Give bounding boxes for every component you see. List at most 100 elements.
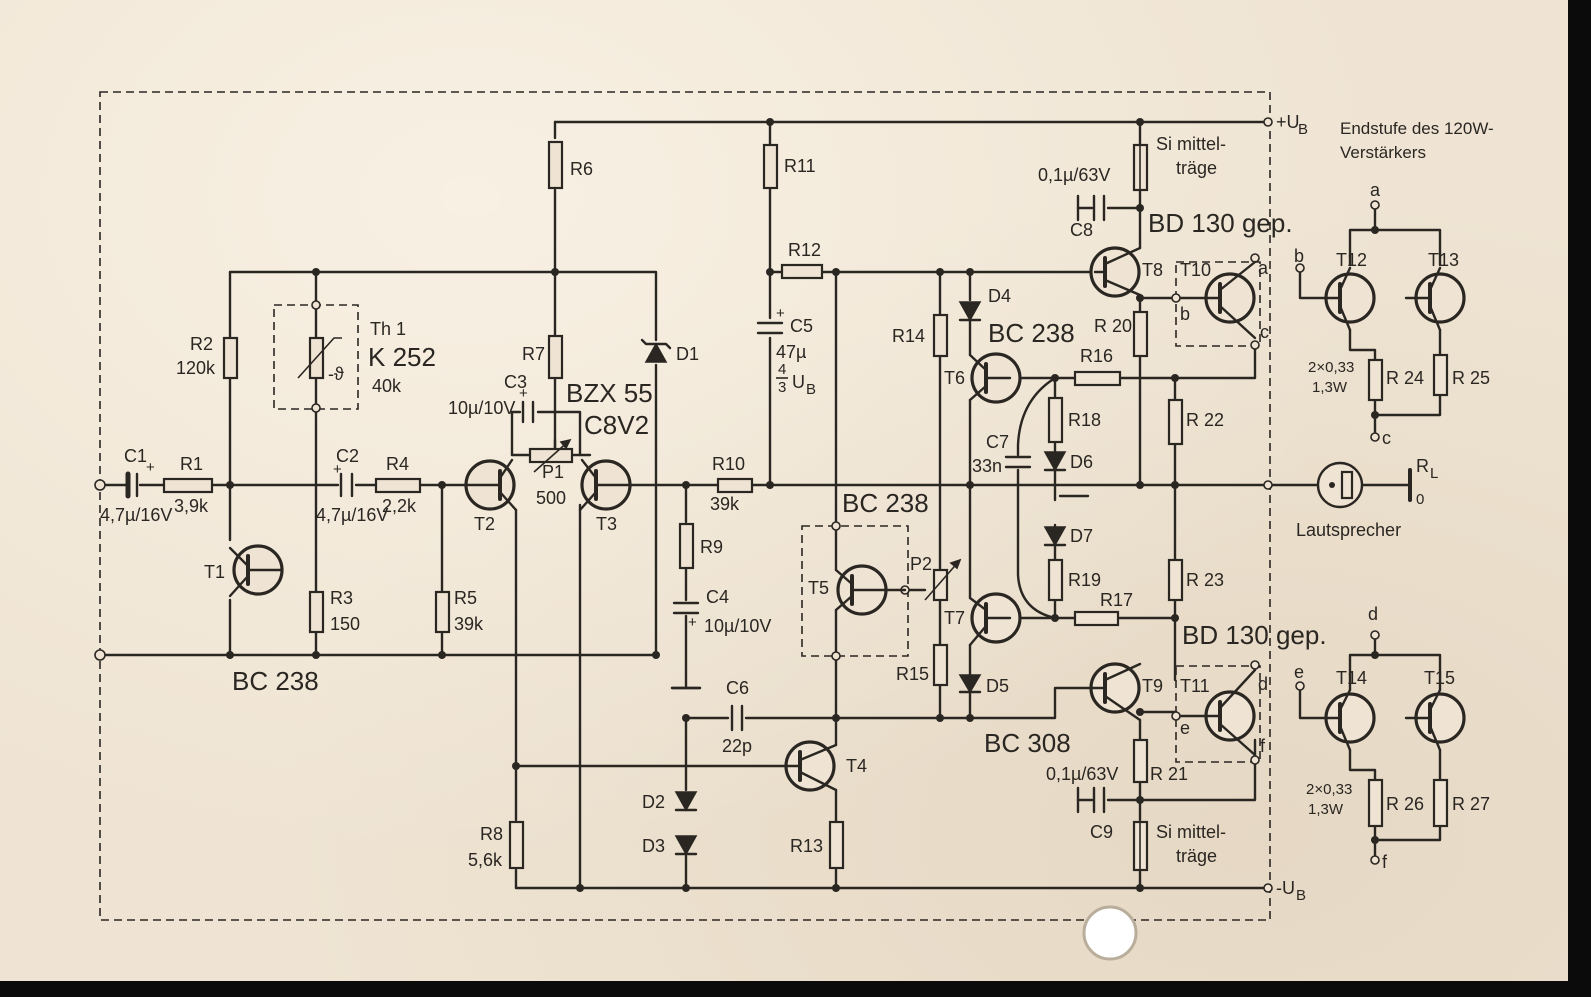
label-c3: C3	[504, 372, 527, 392]
type-t5: BC 238	[842, 488, 929, 518]
diode-d2	[674, 791, 698, 812]
rail-neg: -U	[1276, 878, 1295, 898]
resistor-r15	[932, 643, 949, 687]
label-c6: C6	[726, 678, 749, 698]
label-t8: T8	[1142, 260, 1163, 280]
capacitor-c9	[1076, 786, 1106, 814]
label-r19: R19	[1068, 570, 1101, 590]
load-zero: 0	[1416, 491, 1424, 508]
label-r7: R7	[522, 344, 545, 364]
label-r10: R10	[712, 454, 745, 474]
capacitor-c7	[1004, 455, 1032, 469]
board-outline	[99, 91, 1271, 921]
terminals	[94, 117, 1380, 893]
resistor-r10	[716, 477, 754, 494]
label-r5: R5	[454, 588, 477, 608]
potentiometers	[528, 438, 962, 602]
zener-d1	[640, 338, 672, 363]
resistor-r24	[1367, 358, 1384, 402]
label-d1: D1	[676, 344, 699, 364]
speaker-label: Lautsprecher	[1296, 520, 1401, 540]
pot-p2	[932, 568, 949, 602]
type-t9: BD 130 gep.	[1182, 620, 1327, 650]
label-r12: R12	[788, 240, 821, 260]
transistor-t5	[834, 564, 907, 616]
label-r15: R15	[896, 664, 929, 684]
value-c8: 0,1µ/63V	[1038, 165, 1110, 185]
svg-text:+: +	[146, 459, 155, 476]
value-r4: 2,2k	[382, 496, 417, 516]
terminal-b-right: b	[1294, 246, 1304, 266]
fuse-bottom-line1: Si mittel-	[1156, 822, 1226, 842]
label-t11: T11	[1180, 676, 1210, 696]
label-c7: C7	[986, 432, 1009, 452]
label-r27: R 27	[1452, 794, 1490, 814]
capacitor-c2	[339, 472, 354, 498]
capacitors	[125, 194, 1106, 814]
diodes	[640, 301, 1067, 856]
thermistor-th1	[297, 336, 342, 380]
label-p1: P1	[542, 462, 564, 482]
terminal-b: b	[1180, 304, 1190, 324]
speaker-icon	[1316, 461, 1364, 509]
value-r1: 3,9k	[174, 496, 209, 516]
label-t10: T10	[1180, 260, 1211, 280]
resistor-r18	[1047, 396, 1064, 444]
terminal-f: f	[1260, 736, 1266, 756]
value-c6: 22p	[722, 736, 752, 756]
svg-text:3: 3	[778, 379, 786, 396]
type-t1: BC 238	[232, 666, 319, 696]
resistor-r17	[1073, 610, 1120, 627]
label-t9: T9	[1142, 676, 1163, 696]
label-t6: T6	[944, 368, 965, 388]
amplifier-schematic: C1 + 4,7µ/16V R1 3,9k R2 120k C2 + 4,7µ/…	[94, 91, 1494, 961]
resistor-r7	[547, 334, 564, 380]
label-c9: C9	[1090, 822, 1113, 842]
label-p2: P2	[910, 554, 932, 574]
transistor-t8	[1089, 246, 1142, 298]
label-r25: R 25	[1452, 368, 1490, 388]
diode-d7	[1043, 526, 1067, 547]
resistor-r16	[1073, 370, 1122, 387]
resistor-r20	[1132, 310, 1149, 358]
label-r9: R9	[700, 537, 723, 557]
resistor-r25	[1432, 353, 1449, 397]
transistor-t10	[1203, 260, 1257, 340]
terminal-a: a	[1258, 258, 1269, 278]
terminal-d-right: d	[1368, 604, 1378, 624]
label-th1: Th 1	[370, 319, 406, 339]
svg-text:4: 4	[778, 361, 786, 378]
terminal-c-right: c	[1382, 428, 1391, 448]
value-c2: 4,7µ/16V	[316, 505, 388, 525]
rail-pos: +U	[1276, 112, 1300, 132]
diode-d6	[1043, 451, 1067, 472]
transistor-t14	[1323, 688, 1376, 752]
capacitor-c4	[672, 601, 700, 615]
resistor-r26	[1367, 778, 1384, 828]
resistor-r8	[508, 820, 525, 870]
transistor-t15	[1413, 688, 1466, 752]
label-r13: R13	[790, 836, 823, 856]
resistor-r21	[1132, 738, 1149, 784]
value-c7: 33n	[972, 456, 1002, 476]
type-th1: K 252	[368, 342, 436, 372]
label-r3: R3	[330, 588, 353, 608]
label-t3: T3	[596, 514, 617, 534]
label-r20: R 20	[1094, 316, 1132, 336]
label-t1: T1	[204, 562, 225, 582]
title-line2: Verstärkers	[1340, 143, 1426, 162]
label-d6: D6	[1070, 452, 1093, 472]
transistor-t3	[578, 458, 632, 512]
labels: C1 + 4,7µ/16V R1 3,9k R2 120k C2 + 4,7µ/…	[100, 112, 1494, 904]
value-c5: 47µ	[776, 342, 806, 362]
label-d2: D2	[642, 792, 665, 812]
label-t5: T5	[808, 578, 829, 598]
label-c4: C4	[706, 587, 729, 607]
label-d7: D7	[1070, 526, 1093, 546]
label-r2: R2	[190, 334, 213, 354]
label-t12: T12	[1336, 250, 1367, 270]
label-r4: R4	[386, 454, 409, 474]
fuse-top-line1: Si mittel-	[1156, 134, 1226, 154]
value-p1: 500	[536, 488, 566, 508]
label-r24: R 24	[1386, 368, 1424, 388]
